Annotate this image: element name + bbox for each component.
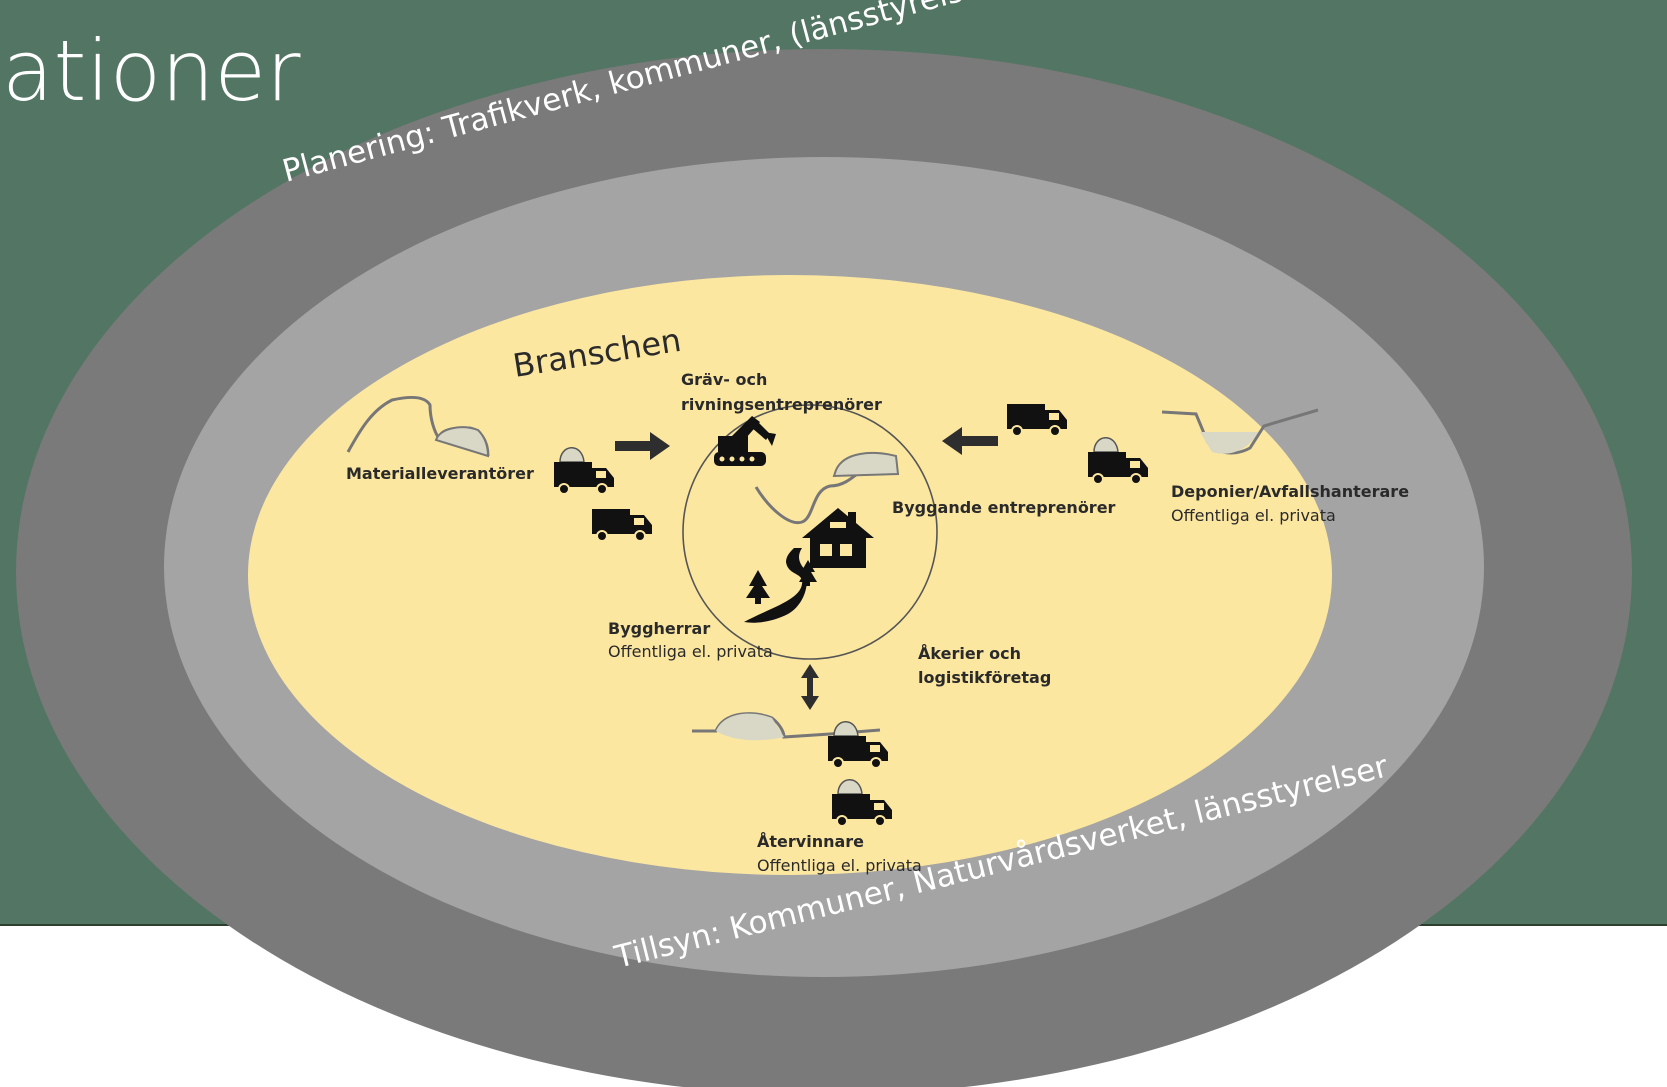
house-icon — [802, 508, 874, 568]
project-circle — [682, 404, 938, 660]
rock-pile-icon — [346, 395, 490, 458]
excavator-icon — [714, 416, 776, 466]
tree-icon — [746, 560, 817, 604]
arrow-right-icon — [615, 432, 670, 460]
actor-atervinnare: Återvinnare — [757, 832, 864, 851]
actor-byggherrar-sub: Offentliga el. privata — [608, 642, 773, 661]
actor-akerier-line2: logistikföretag — [918, 668, 1051, 687]
actor-deponier-sub: Offentliga el. privata — [1171, 506, 1336, 525]
slide-title: ationer — [2, 22, 301, 120]
actor-byggande: Byggande entreprenörer — [892, 498, 1116, 517]
actor-atervinnare-sub: Offentliga el. privata — [757, 856, 922, 875]
arrow-updown-icon — [801, 664, 819, 710]
road-icon — [744, 548, 807, 623]
actor-akerier-line1: Åkerier och — [918, 644, 1021, 663]
actor-grav-line2: rivningsentreprenörer — [681, 395, 882, 414]
actor-materialleverantorer: Materialleverantörer — [346, 464, 534, 483]
rock-pile-icon — [692, 712, 881, 741]
pit-icon — [1161, 408, 1319, 455]
terrain-icon — [754, 451, 900, 525]
core-branschen — [248, 275, 1332, 875]
actor-byggherrar: Byggherrar — [608, 619, 710, 638]
actor-deponier: Deponier/Avfallshanterare — [1171, 482, 1409, 501]
actor-grav-line1: Gräv- och — [681, 370, 767, 389]
arrow-left-icon — [942, 427, 998, 455]
